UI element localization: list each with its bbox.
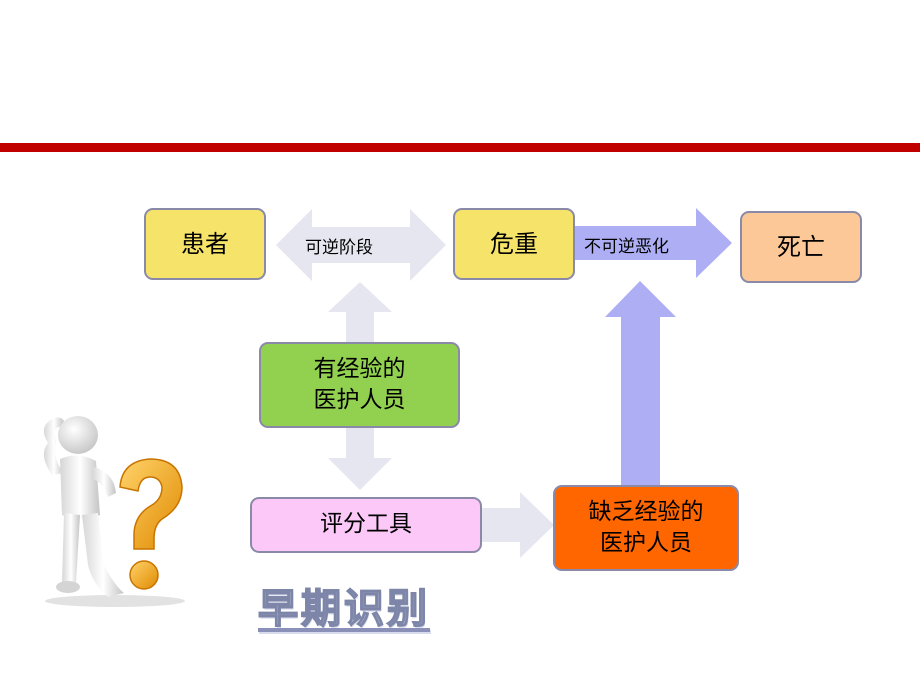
experienced-line-1: 有经验的 [313,355,406,382]
irreversible-arrow [575,208,732,278]
critical-label: 危重 [490,229,538,258]
patient-label: 患者 [181,229,229,258]
death-node: 死亡 [740,211,862,283]
reversible-stage-label: 可逆阶段 [305,238,373,258]
experienced-line-2: 医护人员 [313,387,406,413]
patient-node: 患者 [144,208,266,280]
red-divider-line [0,143,920,152]
inexperienced-staff-node: 缺乏经验的 医护人员 [553,485,739,571]
scoring-tool-node: 评分工具 [250,497,482,553]
thinking-person-with-question-mark-icon [43,416,185,607]
early-recognition-title: 早期识别 [257,584,430,633]
critical-node: 危重 [453,208,575,280]
irreversible-deterioration-label: 不可逆恶化 [584,237,669,257]
experienced-to-tool-arrow [328,428,392,490]
tool-to-inexperienced-arrow [482,492,554,558]
experienced-up-arrow [328,282,392,345]
scoring-tool-label: 评分工具 [320,511,412,538]
inexperienced-line-1: 缺乏经验的 [588,498,704,525]
death-label: 死亡 [777,232,825,261]
inexperienced-line-2: 医护人员 [600,530,692,556]
experienced-staff-node: 有经验的 医护人员 [259,342,460,428]
reversible-double-arrow [276,209,446,281]
inexperienced-to-critical-arrow [605,281,676,487]
